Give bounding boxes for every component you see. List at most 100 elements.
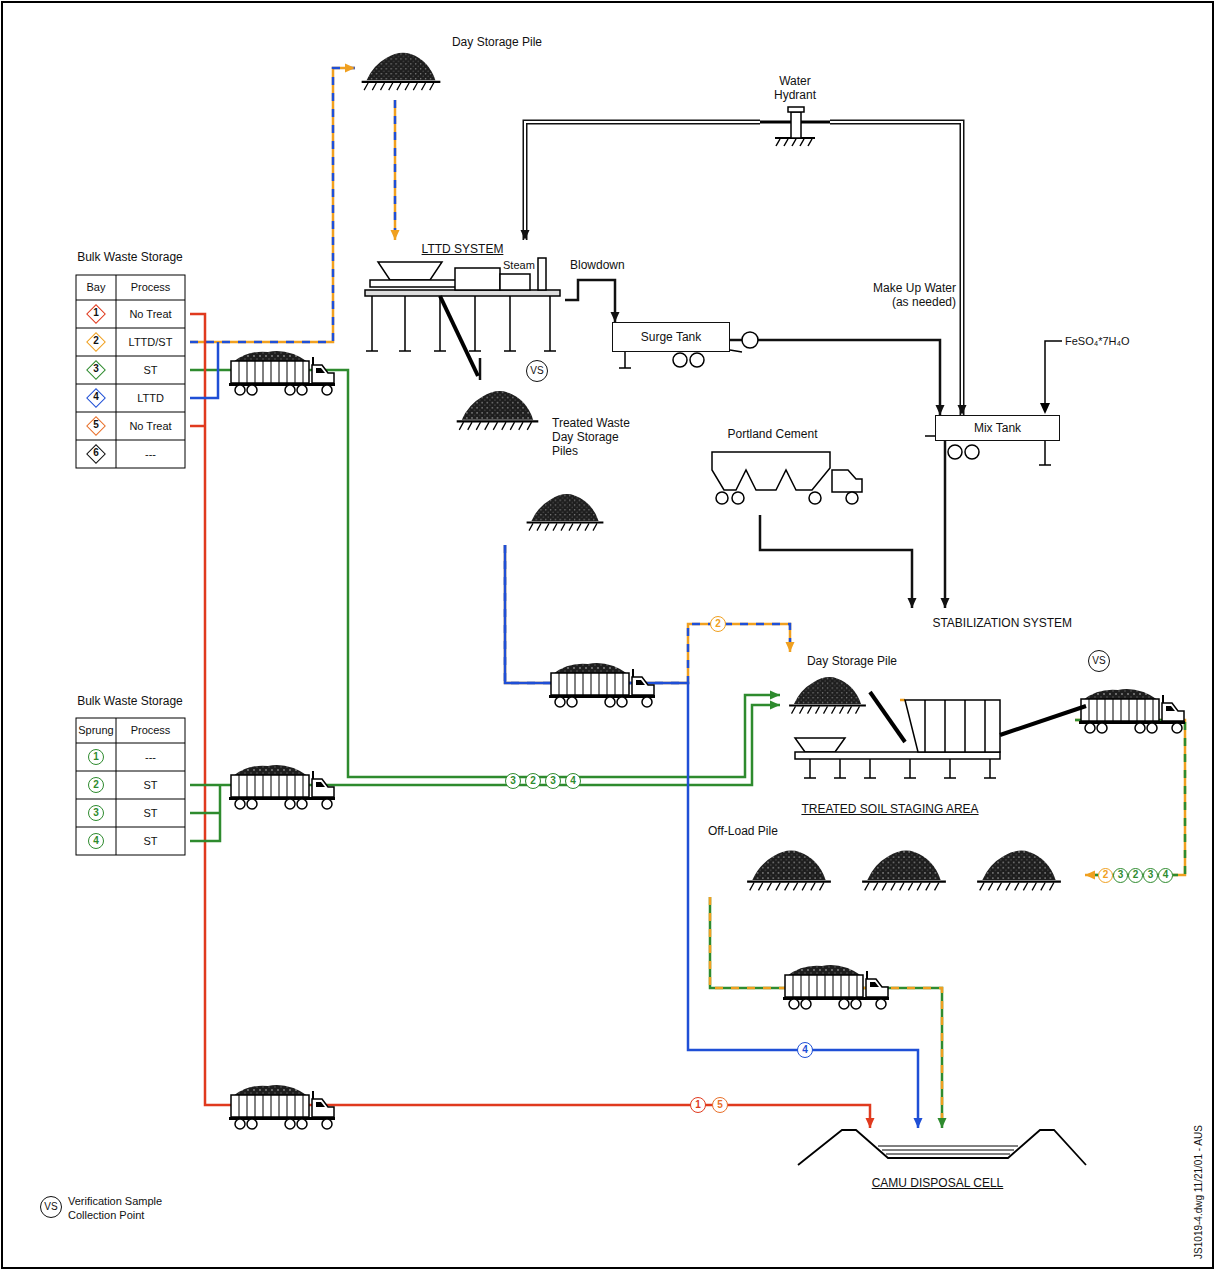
- camu-cell: [798, 1130, 1086, 1165]
- lttd-unit: [365, 258, 560, 376]
- table-cell: ST: [116, 827, 185, 855]
- flow-path: [565, 280, 615, 322]
- arrow-head: [958, 405, 967, 415]
- callout-number: 2: [88, 777, 104, 793]
- table-cell: LTTD/ST: [116, 328, 185, 356]
- callout-number: 2: [710, 616, 726, 632]
- node-text: Off-Load Pile: [708, 824, 842, 838]
- flow-line: [730, 340, 945, 415]
- flow-line: [941, 441, 950, 608]
- arrow-head: [521, 230, 530, 240]
- pipe-inner: [525, 122, 760, 240]
- flow-path: [505, 545, 918, 1128]
- stabilization-unit: [795, 692, 1086, 778]
- callout-number: 3: [1143, 868, 1158, 883]
- disposal-cell: CAMU DISPOSAL CELL: [790, 1128, 1085, 1192]
- flow-line: [505, 545, 795, 683]
- water-hydrant-symbol: [760, 107, 830, 146]
- callout-number: 5: [712, 1097, 728, 1113]
- verification-point: VS: [40, 1196, 62, 1218]
- tank-box: Surge Tank: [612, 322, 730, 352]
- edge-label: Blowdown: [568, 258, 638, 272]
- callout-number: 1: [88, 749, 104, 765]
- callout-number: 4: [565, 773, 581, 789]
- table-cell: ---: [116, 440, 185, 468]
- flow-line: [505, 545, 923, 1128]
- flow-line: [1075, 720, 1185, 880]
- node-text: Water Hydrant: [763, 74, 827, 102]
- arrow-head: [914, 1118, 923, 1128]
- node-text: CAMU DISPOSAL CELL: [793, 1176, 1082, 1190]
- arrow-head: [936, 405, 945, 415]
- flow-line: [190, 64, 355, 343]
- note-text: FeSO₄*7H₄O: [1065, 333, 1177, 349]
- process-unit: STABILIZATION SYSTEM: [905, 608, 1075, 743]
- arrow-head: [611, 312, 620, 322]
- node-text: LTTD SYSTEM: [363, 242, 562, 256]
- callout-number: 4: [88, 833, 104, 849]
- table-cell: Bay: [76, 275, 116, 300]
- callout-number: 3: [545, 773, 561, 789]
- pipe-outer: [525, 122, 760, 240]
- arrow-head: [941, 598, 950, 608]
- table-cell: No Treat: [116, 300, 185, 328]
- flow-path: [1075, 720, 1185, 875]
- arrow-head: [866, 1118, 875, 1128]
- arrow-head: [770, 691, 780, 700]
- flow-path: [190, 370, 780, 777]
- arrow-head: [1085, 871, 1095, 880]
- callout-number: 4: [797, 1042, 813, 1058]
- pipe-outer: [830, 122, 962, 415]
- cement-truck: Portland Cement: [705, 425, 840, 515]
- flow-path: [190, 314, 870, 1128]
- node-text: Mix Tank: [939, 421, 1056, 435]
- flow-line: [710, 897, 947, 1128]
- cement-truck: [712, 452, 862, 504]
- flow-path-dash: [1075, 720, 1185, 875]
- callout-number: 2: [87, 334, 105, 350]
- flow-path-dash: [394, 100, 397, 240]
- callout-number: 4: [1158, 868, 1173, 883]
- storage-pile: Day Storage Pile: [355, 33, 545, 100]
- callout-number: 3: [1113, 868, 1128, 883]
- node-text: Surge Tank: [616, 330, 726, 344]
- flow-line: [190, 370, 780, 777]
- flow-path: [190, 68, 355, 342]
- callout-number: 6: [87, 446, 105, 462]
- storage-piles: [362, 53, 1061, 891]
- callout-number: 1: [690, 1097, 706, 1113]
- arrow-head: [770, 701, 780, 710]
- drawing-id: JS1019-4.dwg 11/21/01 - AUS: [1193, 1117, 1207, 1267]
- arrow-head: [938, 1118, 947, 1128]
- bay-table-grid: [76, 275, 185, 468]
- verification-point: VS: [1088, 650, 1110, 672]
- callout-number: 5: [87, 418, 105, 434]
- flow-path-dash: [710, 897, 942, 1128]
- pipe-inner: [830, 122, 962, 415]
- callout-number: 1: [87, 306, 105, 322]
- storage-pile: Day Storage Pile: [780, 652, 900, 718]
- legend-text: Verification Sample Collection Point: [68, 1194, 186, 1222]
- flow-line: [565, 280, 620, 322]
- flow-path: [505, 545, 790, 683]
- feed-lines: [190, 342, 220, 841]
- arrow-head: [345, 64, 355, 73]
- node-text: TREATED SOIL STAGING AREA: [698, 802, 1082, 816]
- water-pipe: [830, 122, 967, 415]
- tank-box: Mix Tank: [935, 415, 1060, 441]
- table-cell: Process: [116, 718, 185, 743]
- flow-path: [479, 358, 482, 380]
- flow-line: [480, 358, 481, 380]
- callout-number: 3: [87, 362, 105, 378]
- water-pipe: [521, 122, 761, 240]
- table-heading: Bulk Waste Storage: [70, 692, 190, 858]
- callout-number: 2: [525, 773, 541, 789]
- table-cell: ST: [116, 771, 185, 799]
- node-text: STABILIZATION SYSTEM: [908, 616, 1072, 630]
- process-unit: LTTD SYSTEM: [360, 240, 565, 358]
- flow-path-dash: [190, 68, 355, 342]
- sprung-table-grid: [76, 718, 185, 855]
